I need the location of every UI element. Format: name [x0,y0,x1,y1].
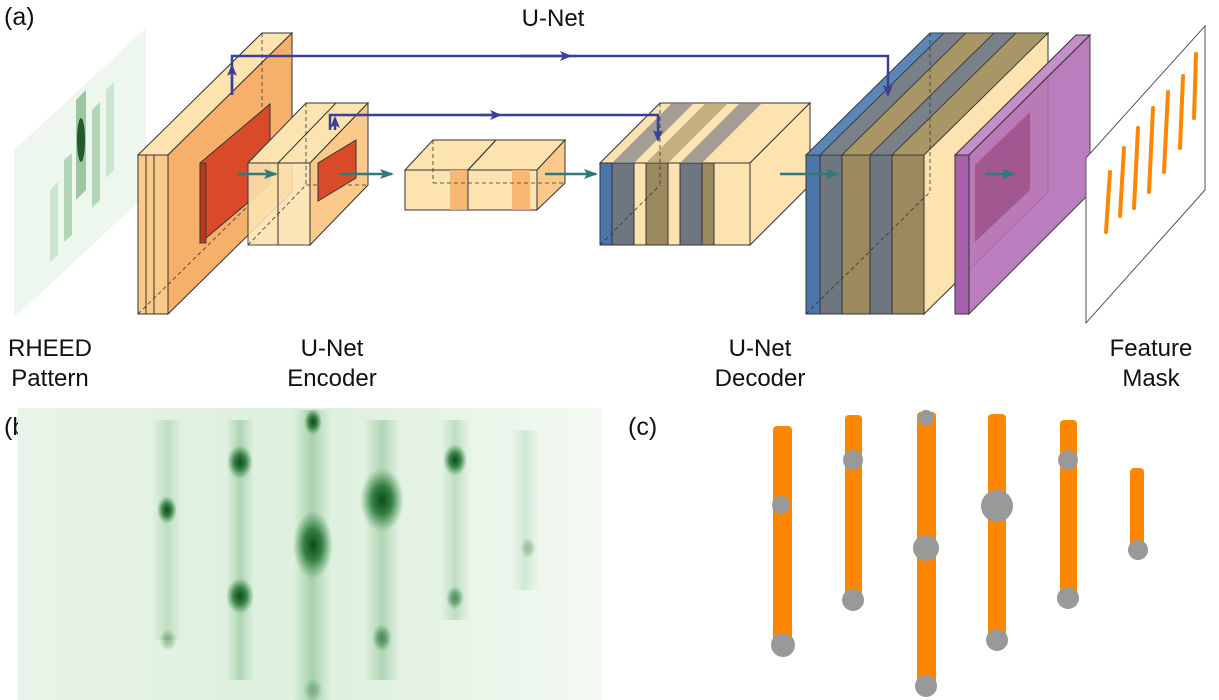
segmentation-mask [771,410,1148,697]
feature-mask-output [1085,24,1206,325]
rheed-label-line2: Pattern [11,365,89,392]
encoder-label: U-Net Encoder [272,334,392,394]
encoder-block-large [136,31,294,316]
decoder-label: U-Net Decoder [700,334,820,394]
decoder-label-line2: Decoder [714,365,806,392]
decoder-label-line1: U-Net [728,335,792,362]
decoder-block-small [598,101,812,247]
mask-label-line2: Mask [1122,365,1180,392]
encoder-label-line2: Encoder [287,365,377,392]
panel-a-label: (a) [4,3,35,31]
bottleneck-block [403,138,567,212]
encoder-block-medium [246,101,370,247]
skip-connection-arrows [227,51,893,142]
rheed-input-image [14,28,146,318]
rheed-pattern-label: RHEED Pattern [0,334,100,394]
panel-c-label: (c) [628,413,658,441]
unet-title: U-Net [521,5,585,32]
rheed-label-line1: RHEED [7,335,92,362]
encoder-label-line1: U-Net [300,335,364,362]
mask-label-line1: Feature [1109,335,1193,362]
rheed-pattern-image [18,408,602,700]
feature-mask-label: Feature Mask [1096,334,1206,394]
